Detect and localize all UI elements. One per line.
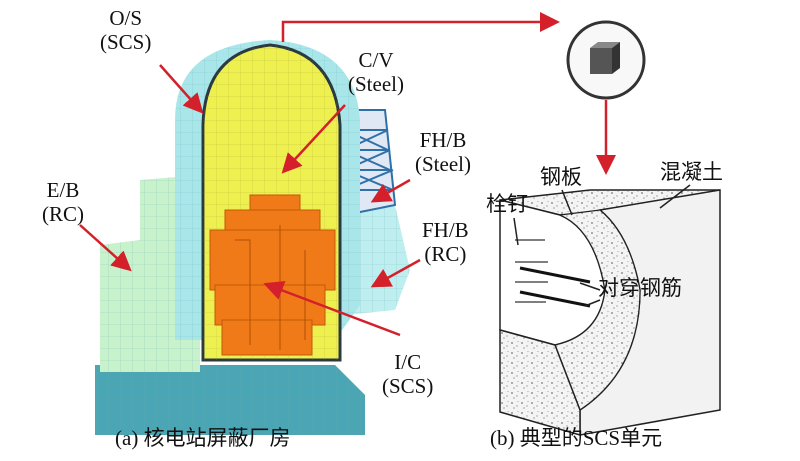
caption-b: (b) 典型的SCS单元 [490,426,663,450]
shield-building-model [95,40,410,435]
label-stud: 栓钉 [486,192,528,216]
label-eb: E/B(RC) [42,178,84,226]
pointer-concrete [659,184,691,209]
connector-arrow [281,12,560,42]
pointer-tie-bar [579,282,601,307]
label-fhb-steel: FH/B(Steel) [415,128,471,176]
arrow-cv [281,104,346,174]
tie-bar-lines [519,266,591,308]
scs-lower-concrete [499,329,581,436]
label-cv: C/V(Steel) [348,48,404,96]
label-steel-plate: 钢板 [540,165,582,189]
arrow-eb [79,224,132,272]
arrow-fhb-rc [370,258,421,288]
internal-structure [209,194,336,356]
magnified-cube-icon [566,20,646,100]
label-fhb-rc: FH/B(RC) [422,218,469,266]
arrow-os [159,64,204,114]
label-tie-bar: 对穿钢筋 [598,276,682,300]
caption-a: (a) 核电站屏蔽厂房 [115,426,291,450]
arrow-ic [263,280,401,337]
stud-lines [515,239,548,303]
pointer-plate [561,189,573,216]
arrow-fhb-steel [370,178,411,203]
label-os: O/S(SCS) [100,6,152,54]
label-ic: I/C(SCS) [382,350,434,398]
scs-unit [499,189,721,436]
scs-concrete-band [554,209,641,411]
label-concrete: 混凝土 [660,160,723,184]
pointer-stud [513,217,519,246]
